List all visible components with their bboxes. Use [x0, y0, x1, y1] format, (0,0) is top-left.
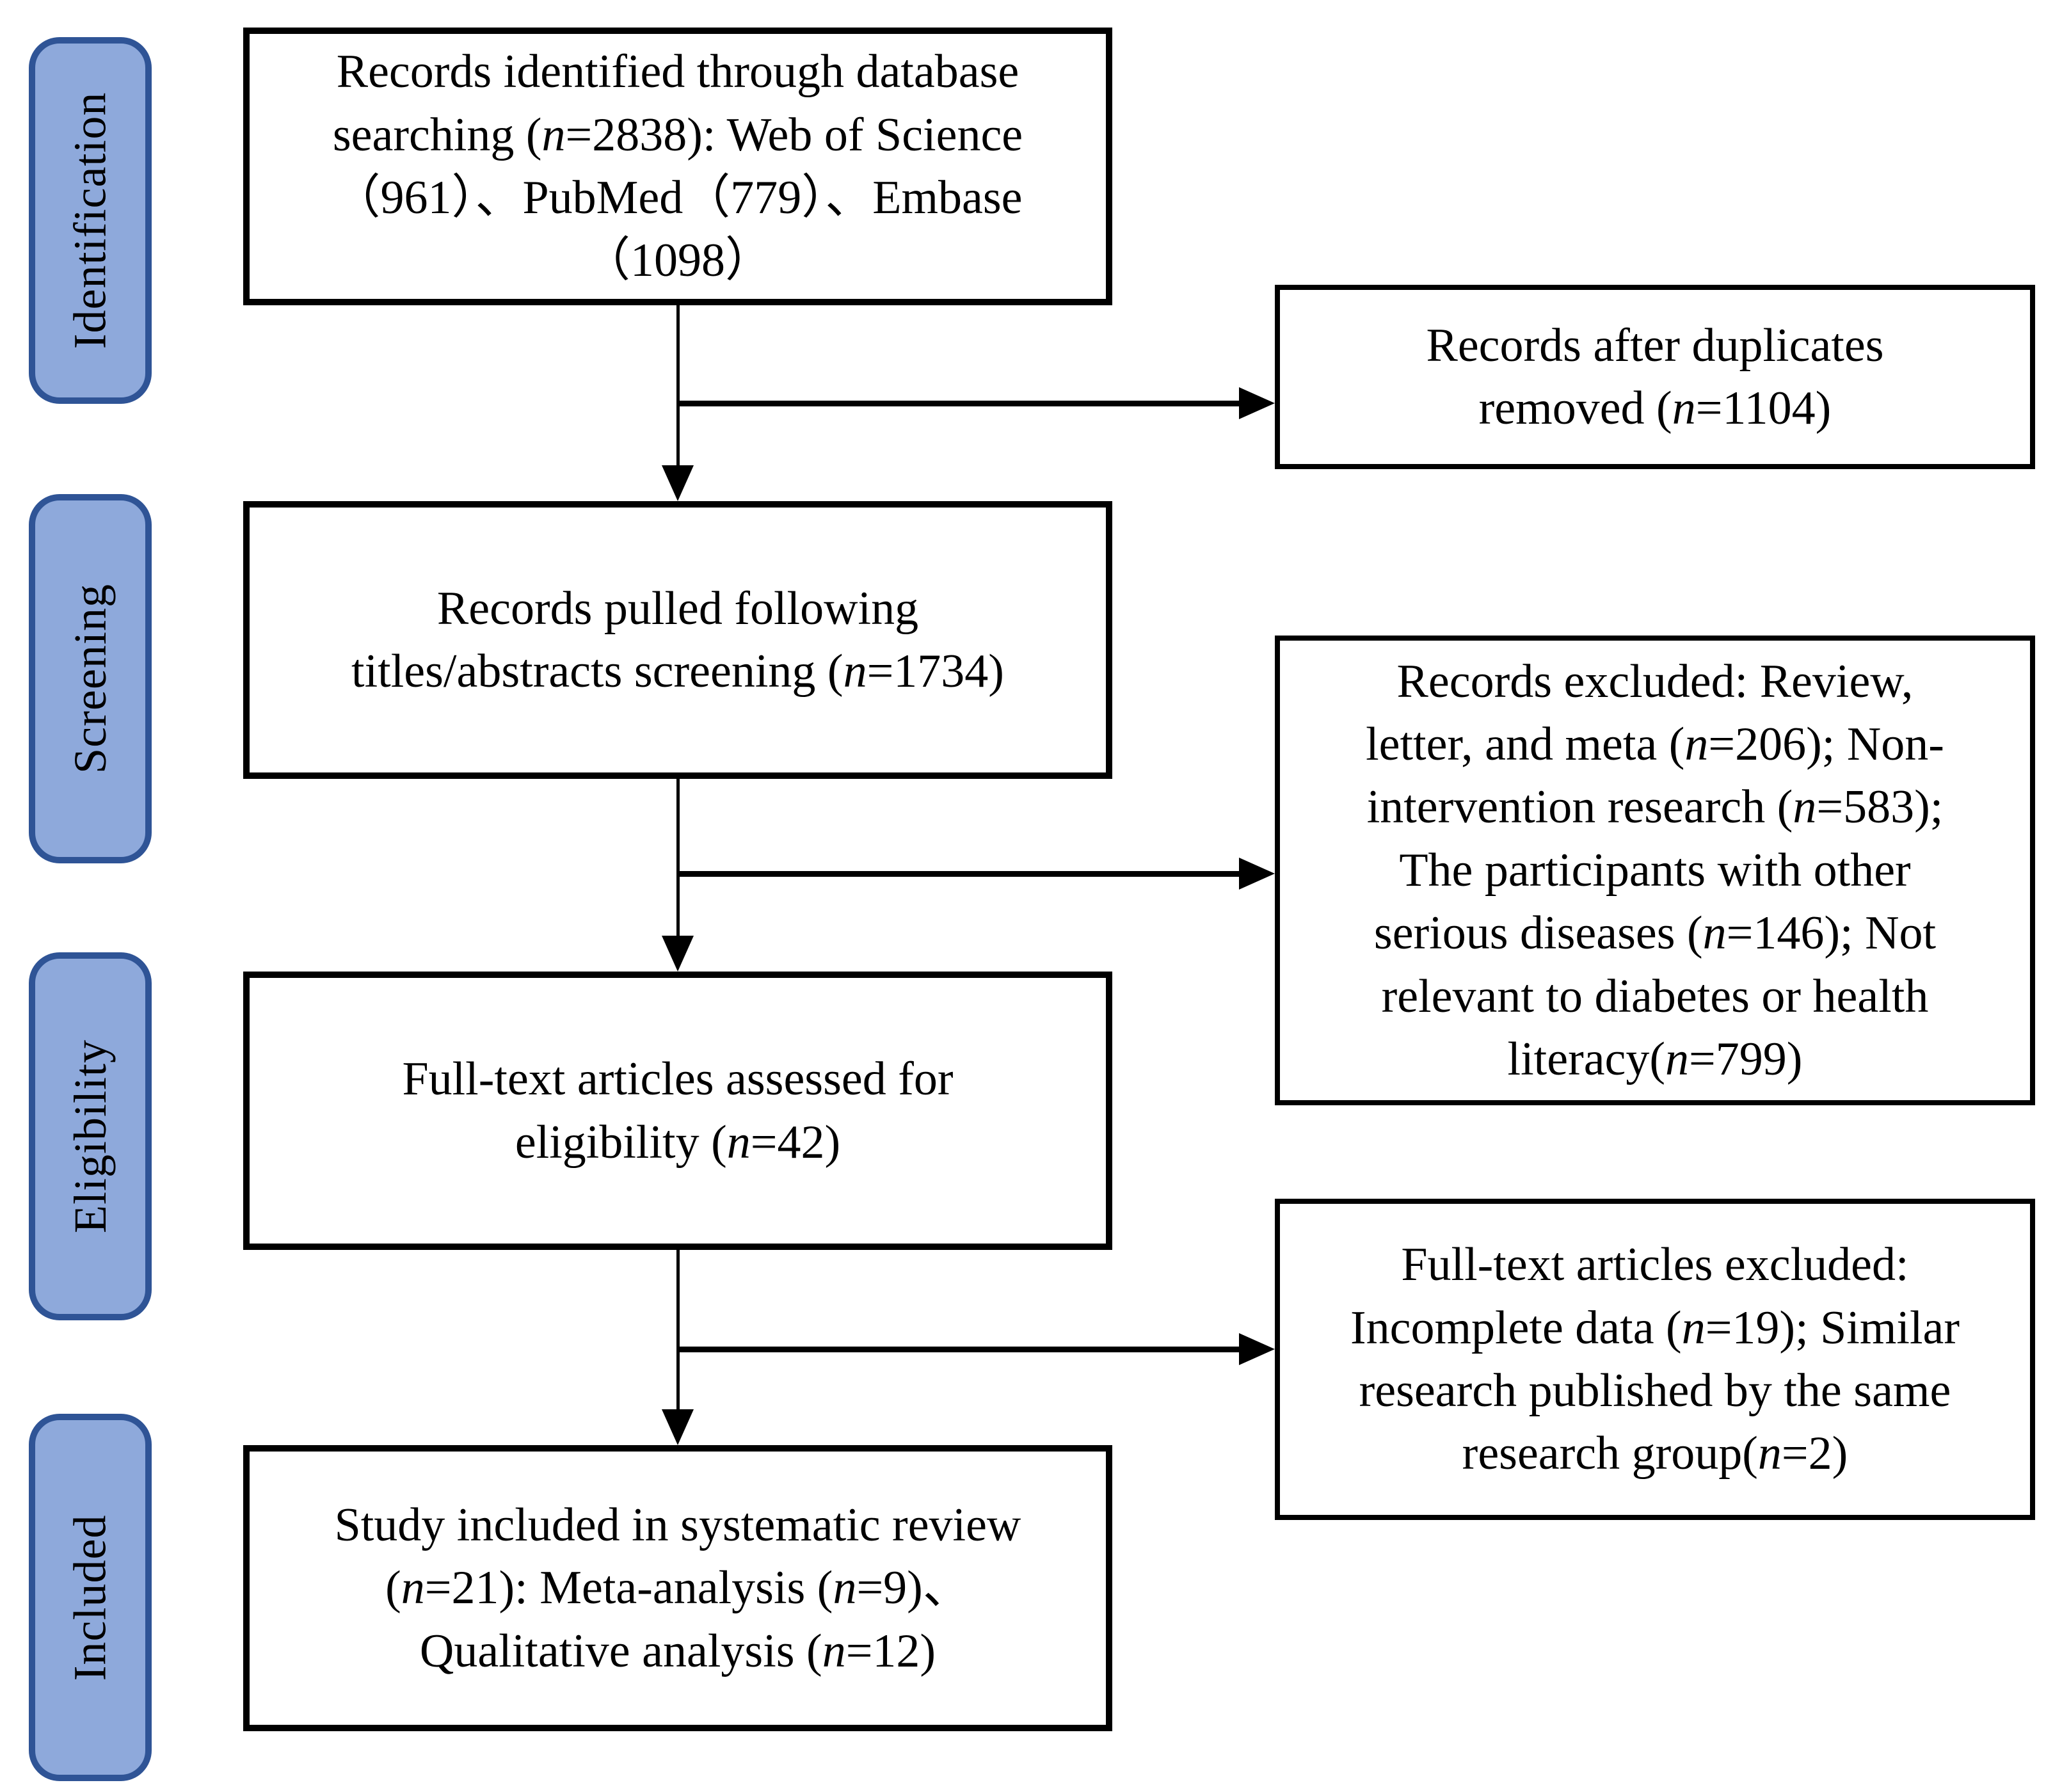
- flow-line-screening-to-eligibility: [676, 779, 680, 937]
- stage-pill-identification: Identification: [29, 37, 152, 404]
- arrowhead-right-to-fulltext-excluded: [1239, 1333, 1275, 1365]
- box-duplicates-removed: Records after duplicates removed (n=1104…: [1275, 285, 2035, 469]
- stage-label-screening: Screening: [64, 584, 116, 774]
- box-duplicates-removed-text: Records after duplicates removed (n=1104…: [1426, 319, 1884, 435]
- branch-line-to-records-excluded: [678, 871, 1242, 877]
- box-fulltext-assessed-text: Full-text articles assessed for eligibil…: [402, 1053, 954, 1169]
- box-studies-included: Study included in systematic review (n=2…: [243, 1445, 1112, 1731]
- flow-line-eligibility-to-included: [676, 1250, 680, 1411]
- stage-label-identification: Identification: [64, 92, 116, 349]
- box-records-excluded: Records excluded: Review, letter, and me…: [1275, 636, 2035, 1105]
- arrowhead-right-to-records-excluded: [1239, 858, 1275, 890]
- box-records-screened: Records pulled following titles/abstract…: [243, 501, 1112, 779]
- box-fulltext-assessed: Full-text articles assessed for eligibil…: [243, 972, 1112, 1250]
- box-fulltext-excluded-text: Full-text articles excluded: Incomplete …: [1350, 1238, 1960, 1480]
- box-records-identified-text: Records identified through database sear…: [332, 45, 1023, 287]
- arrowhead-down-identification-to-screening: [662, 465, 694, 501]
- stage-label-eligibility: Eligibility: [64, 1039, 116, 1234]
- branch-line-to-fulltext-excluded: [678, 1347, 1242, 1352]
- stage-label-included: Included: [64, 1514, 116, 1681]
- arrowhead-down-screening-to-eligibility: [662, 936, 694, 972]
- stage-pill-eligibility: Eligibility: [29, 952, 152, 1320]
- box-fulltext-excluded: Full-text articles excluded: Incomplete …: [1275, 1199, 2035, 1520]
- box-studies-included-text: Study included in systematic review (n=2…: [334, 1498, 1021, 1677]
- box-records-identified: Records identified through database sear…: [243, 28, 1112, 305]
- flow-line-identification-to-screening: [676, 305, 680, 467]
- box-records-excluded-text: Records excluded: Review, letter, and me…: [1366, 655, 1944, 1086]
- branch-line-to-duplicates-removed: [678, 401, 1242, 406]
- box-records-screened-text: Records pulled following titles/abstract…: [351, 582, 1004, 698]
- arrowhead-right-to-duplicates-removed: [1239, 387, 1275, 419]
- stage-pill-screening: Screening: [29, 494, 152, 863]
- stage-pill-included: Included: [29, 1414, 152, 1781]
- arrowhead-down-eligibility-to-included: [662, 1409, 694, 1445]
